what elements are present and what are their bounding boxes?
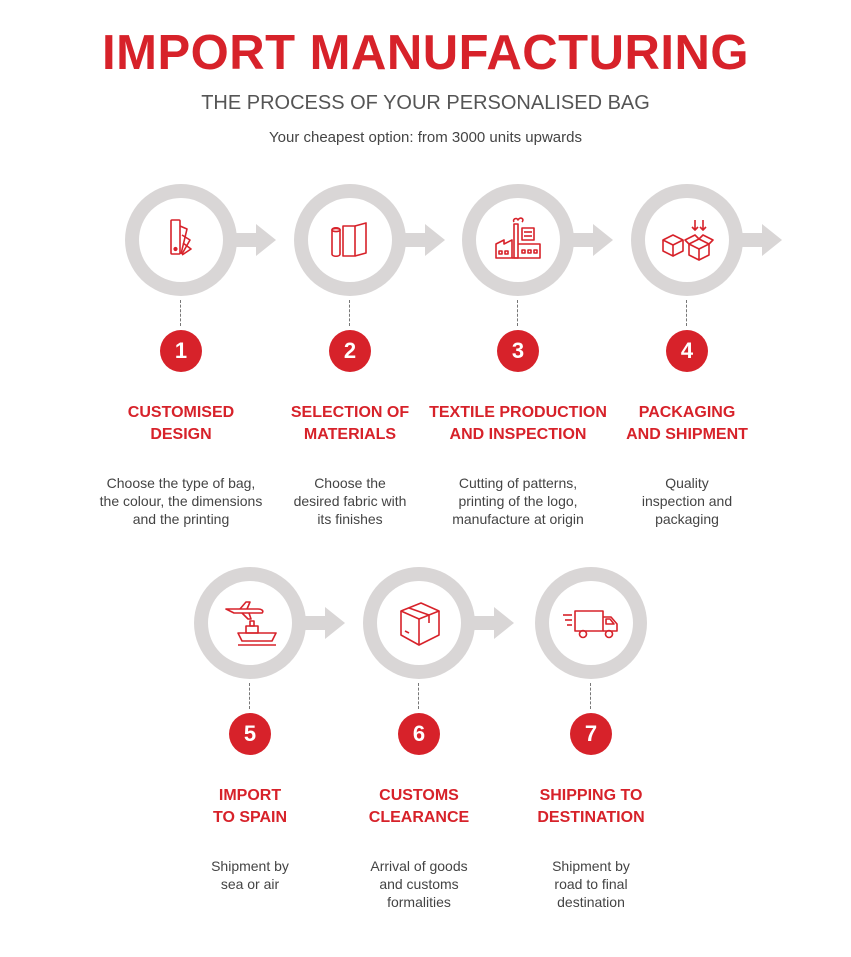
cardboard-box-icon [400, 602, 440, 646]
step-number: 7 [570, 713, 612, 755]
color-swatch-icon [170, 219, 192, 256]
arrow-right-icon [226, 224, 276, 256]
fabric-materials-icon [331, 222, 367, 258]
step-icon-ring [462, 184, 574, 296]
connector-line [590, 683, 591, 709]
step-number: 5 [229, 713, 271, 755]
page-title: IMPORT MANUFACTURING [102, 26, 749, 80]
arrow-right-icon [563, 224, 613, 256]
page-subtitle: THE PROCESS OF YOUR PERSONALISED BAG [201, 92, 650, 114]
connector-line [249, 683, 250, 709]
step-icon-ring [363, 567, 475, 679]
step-number: 3 [497, 330, 539, 372]
step-description: Cutting of patterns,printing of the logo… [452, 475, 584, 527]
factory-icon [495, 217, 541, 259]
step-icon-ring [631, 184, 743, 296]
step-icon-ring [194, 567, 306, 679]
step-description: Choose the type of bag,the colour, the d… [99, 475, 263, 527]
step-icon-ring [125, 184, 237, 296]
arrow-right-icon [732, 224, 782, 256]
step-number: 4 [666, 330, 708, 372]
tagline: Your cheapest option: from 3000 units up… [269, 129, 582, 146]
connector-line [180, 300, 181, 326]
step-icon-ring [535, 567, 647, 679]
arrow-right-icon [464, 607, 514, 639]
arrow-right-icon [395, 224, 445, 256]
step-icon-ring [294, 184, 406, 296]
step-number: 2 [329, 330, 371, 372]
packaging-boxes-icon [662, 220, 714, 261]
delivery-truck-icon [563, 610, 618, 639]
step-number: 6 [398, 713, 440, 755]
plane-ship-icon [225, 601, 277, 646]
arrow-right-icon [295, 607, 345, 639]
step-number: 1 [160, 330, 202, 372]
connector-line [517, 300, 518, 326]
connector-line [418, 683, 419, 709]
connector-line [686, 300, 687, 326]
connector-line [349, 300, 350, 326]
